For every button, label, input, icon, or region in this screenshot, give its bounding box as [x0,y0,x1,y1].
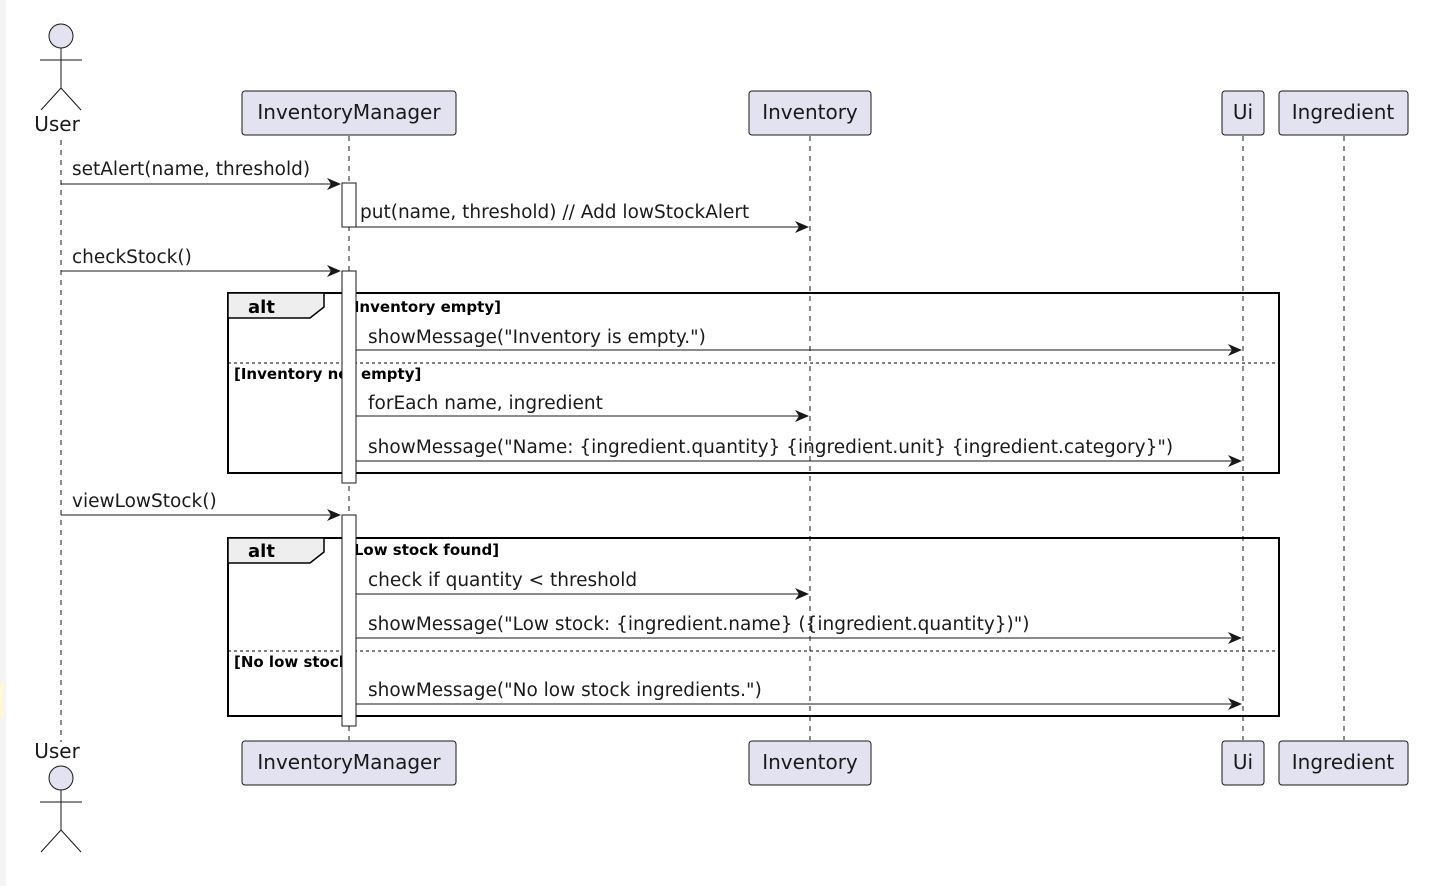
activation-bar [341,182,357,228]
message-show-empty: showMessage("Inventory is empty.") [356,327,1242,356]
fragment-guard: [No low stock] [234,653,356,671]
participant-ingredient-bottom: Ingredient [1278,740,1409,786]
participant-label: Ui [1233,100,1253,124]
participant-inventory-manager-top: InventoryManager [241,90,457,136]
fragment-guard: [Low stock found] [347,541,499,559]
message-show-no-low-stock: showMessage("No low stock ingredients.") [356,680,1242,710]
participant-label: Ingredient [1292,100,1395,124]
participant-inventory-top: Inventory [748,90,872,136]
activation-bar [341,514,357,727]
message-check-stock: checkStock() [61,247,341,277]
message-show-low-stock: showMessage("Low stock: {ingredient.name… [356,614,1242,644]
alt-fragment-check-stock: alt [Inventory empty] [Inventory not emp… [227,292,1280,474]
fragment-operator-tab [227,537,325,564]
message-label: showMessage("Name: {ingredient.quantity}… [368,437,1173,458]
fragment-guard: [Inventory empty] [347,298,501,316]
left-edge-strip [0,0,6,886]
participant-ingredient-top: Ingredient [1278,90,1409,136]
message-label: showMessage("Inventory is empty.") [368,327,706,348]
participant-ui-top: Ui [1221,90,1265,136]
fragment-operator-label: alt [248,541,275,562]
participant-label: InventoryManager [257,100,441,124]
message-for-each: forEach name, ingredient [356,393,809,422]
message-label: showMessage("Low stock: {ingredient.name… [368,614,1029,635]
message-label: viewLowStock() [72,491,217,512]
actor-head-icon [48,23,74,49]
actor-user-bottom: User [34,739,82,853]
participant-label: Ui [1233,750,1253,774]
alt-fragment-view-low-stock: alt [Low stock found] [No low stock] [227,537,1280,717]
participant-inventory-manager-bottom: InventoryManager [241,740,457,786]
actor-user-top: User [34,23,82,136]
actor-user-label-top: User [34,112,80,136]
message-label: put(name, threshold) // Add lowStockAler… [360,202,749,223]
fragment-operator-label: alt [248,297,275,318]
participant-ui-bottom: Ui [1221,740,1265,786]
participant-label: InventoryManager [257,750,441,774]
message-label: check if quantity < threshold [368,570,637,591]
message-check-quantity: check if quantity < threshold [356,570,809,600]
message-set-alert: setAlert(name, threshold) [61,159,341,190]
participant-inventory-bottom: Inventory [748,740,872,786]
message-view-low-stock: viewLowStock() [61,491,341,521]
actor-head-icon [48,765,74,791]
fragment-operator-tab [227,292,325,319]
message-label: setAlert(name, threshold) [72,159,310,180]
actor-user-label-bottom: User [34,739,80,763]
message-label: forEach name, ingredient [368,393,603,414]
participant-label: Inventory [762,100,858,124]
message-label: checkStock() [72,247,192,268]
participant-label: Ingredient [1292,750,1395,774]
participant-label: Inventory [762,750,858,774]
fragment-guard: [Inventory not empty] [234,365,421,383]
left-edge-highlight [0,683,4,717]
message-show-item: showMessage("Name: {ingredient.quantity}… [356,437,1242,467]
activation-bar [341,270,357,484]
message-label: showMessage("No low stock ingredients.") [368,680,762,701]
message-put: put(name, threshold) // Add lowStockAler… [356,202,809,233]
